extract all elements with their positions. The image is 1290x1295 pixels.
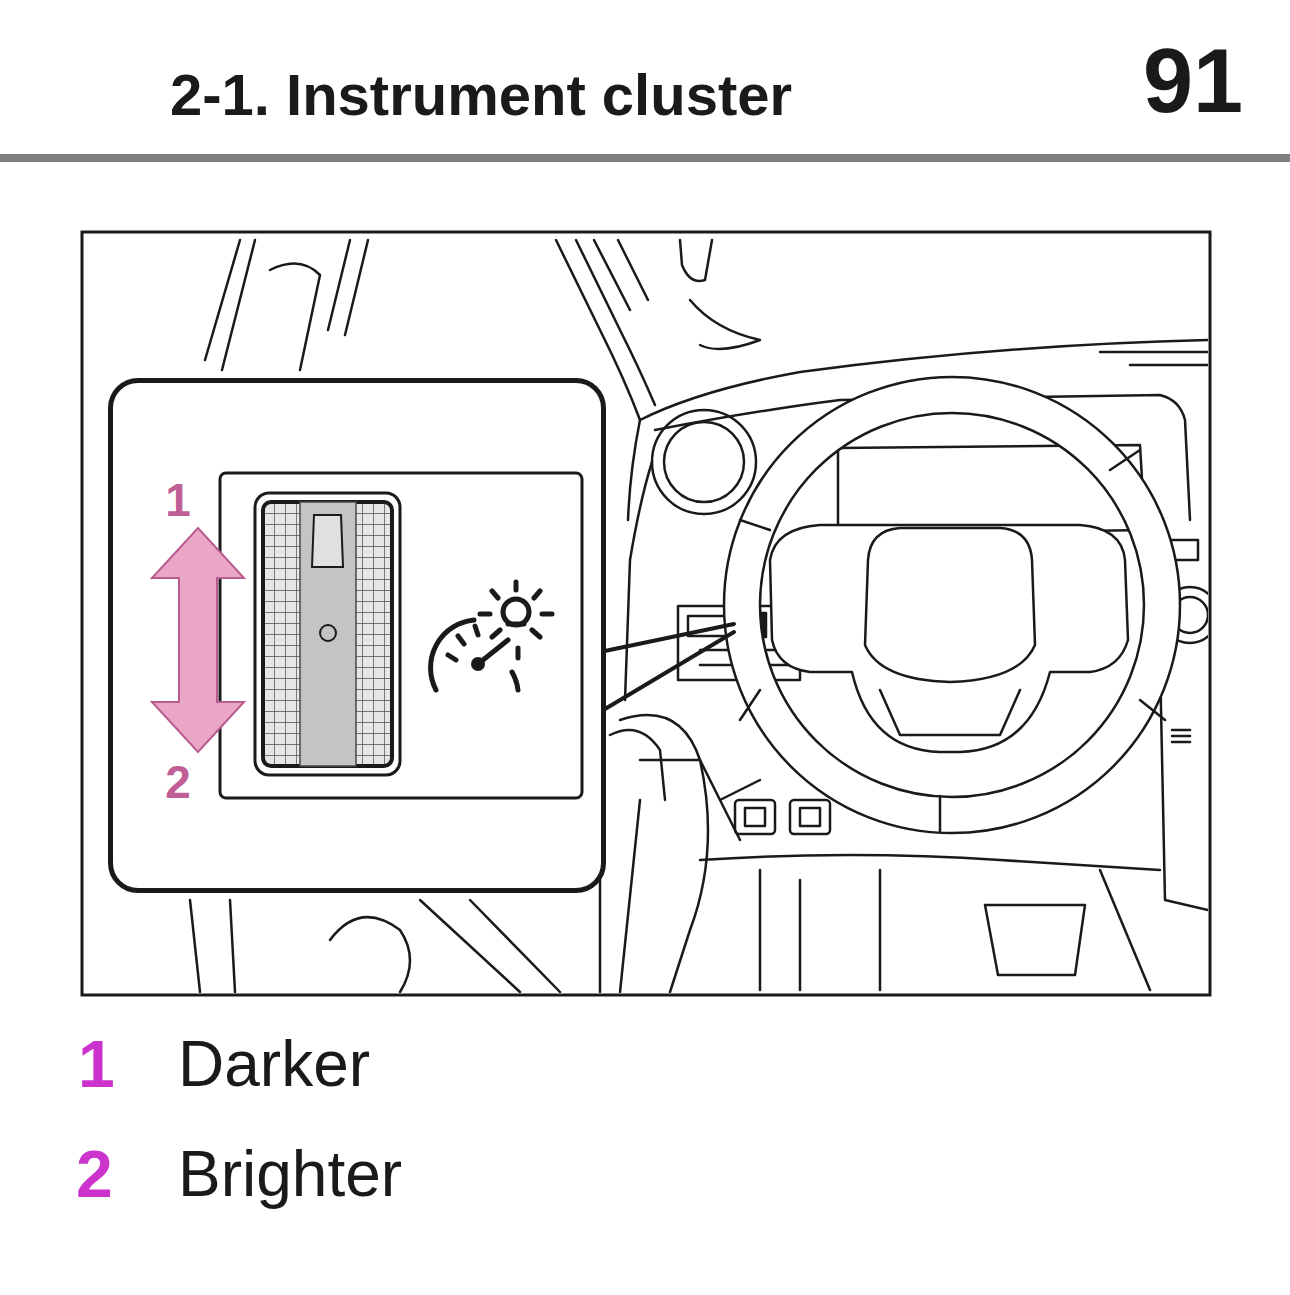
car-interior	[628, 420, 640, 520]
callout-leader	[600, 632, 734, 712]
car-interior	[700, 855, 1160, 870]
callout-leader	[600, 624, 734, 652]
car-interior	[770, 525, 1128, 752]
car-interior	[610, 730, 665, 800]
car-interior	[724, 377, 1180, 833]
car-interior	[745, 808, 765, 826]
car-interior	[735, 800, 775, 834]
car-interior	[985, 905, 1085, 975]
callout-description: Brighter	[178, 1142, 402, 1206]
car-interior	[270, 264, 320, 370]
inset-detail	[152, 473, 582, 798]
car-interior	[865, 528, 1035, 682]
car-interior	[1160, 660, 1208, 910]
inset-detail	[503, 599, 529, 625]
car-interior	[618, 240, 648, 300]
callout-inset: 12	[108, 378, 606, 893]
car-interior	[790, 800, 830, 834]
car-interior	[680, 240, 712, 281]
section-title: 2-1. Instrument cluster	[170, 66, 792, 124]
callout-number: 1	[165, 477, 191, 523]
inset-ground	[110, 380, 604, 891]
car-interior	[1100, 352, 1208, 365]
inset-detail	[312, 515, 343, 567]
inset-detail	[512, 648, 518, 690]
callout-number: 1	[78, 1031, 115, 1097]
car-interior	[328, 240, 368, 335]
car-interior	[880, 690, 1020, 735]
inset-detail	[300, 502, 356, 766]
car-interior	[690, 300, 760, 349]
inset-detail	[220, 473, 582, 798]
car-interior	[800, 808, 820, 826]
car-interior	[664, 422, 744, 502]
car-interior	[600, 760, 640, 992]
car-interior	[190, 900, 235, 992]
inset-detail	[320, 625, 336, 641]
car-interior	[330, 917, 410, 992]
page-number: 91	[1143, 36, 1243, 126]
car-interior	[740, 450, 1165, 832]
inset-detail	[431, 582, 552, 690]
inset-detail	[152, 528, 244, 752]
inset-detail	[448, 626, 478, 660]
callout-description: Darker	[178, 1032, 370, 1096]
car-interior	[760, 870, 1150, 990]
car-interior	[652, 410, 756, 514]
car-interior	[205, 240, 255, 370]
car-interior	[1172, 730, 1190, 742]
inset-detail	[263, 502, 392, 766]
inset-detail	[471, 657, 485, 671]
header-rule	[0, 154, 1290, 162]
inset-detail	[255, 493, 400, 775]
callout-number: 2	[165, 759, 191, 805]
callout-number: 2	[76, 1141, 113, 1207]
illustration-frame	[82, 232, 1210, 995]
car-interior	[420, 900, 560, 992]
inset-detail	[508, 622, 524, 627]
callout-leader	[600, 624, 734, 712]
inset-detail	[480, 582, 552, 637]
